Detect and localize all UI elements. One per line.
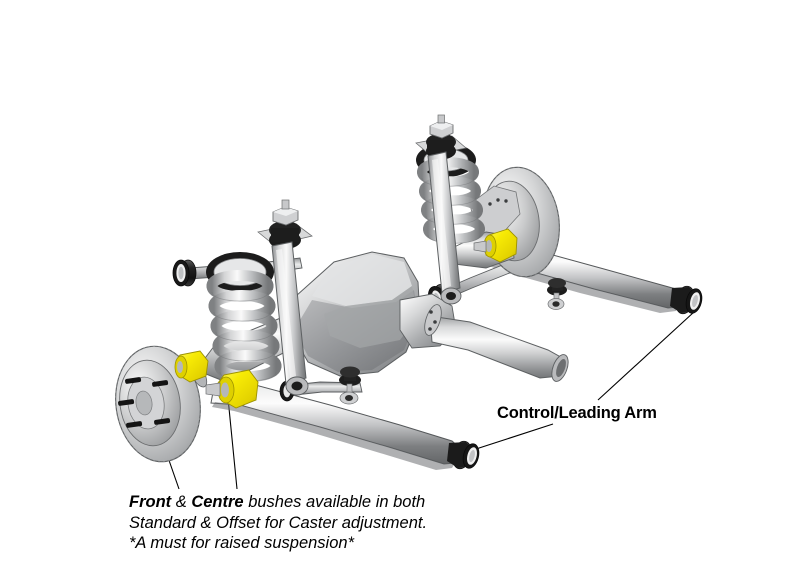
caption-sep: & bbox=[171, 493, 192, 511]
coil-spring-left bbox=[206, 252, 282, 382]
bush-black-arm-end-upper bbox=[670, 285, 703, 315]
caption-line-1: Front & Centre bushes available in both bbox=[129, 492, 427, 513]
label-control-leading-arm: Control/Leading Arm bbox=[497, 404, 657, 422]
bush-yellow-front bbox=[174, 350, 209, 383]
caption-bushes: Front & Centre bushes available in both … bbox=[129, 492, 427, 554]
pinion-flange bbox=[424, 304, 442, 336]
control-arm-lower bbox=[210, 382, 480, 470]
caption-line-1-rest: bushes available in both bbox=[243, 493, 426, 511]
caption-line-2: Standard & Offset for Caster adjustment. bbox=[129, 513, 428, 532]
leader-line-control-arm-lower bbox=[475, 423, 554, 450]
bump-stop-right bbox=[547, 278, 567, 310]
bush-yellow-centre bbox=[205, 369, 259, 409]
bush-yellow-upper-right bbox=[473, 228, 518, 263]
caption-word-centre: Centre bbox=[191, 493, 244, 511]
bump-stop-centre bbox=[339, 366, 361, 405]
bush-black-panhard-end bbox=[172, 259, 197, 287]
leader-line-centre-bush bbox=[227, 397, 238, 490]
caption-word-front: Front bbox=[129, 493, 172, 511]
shock-absorber-right bbox=[415, 114, 467, 305]
wheel-studs bbox=[118, 377, 171, 428]
caption-line-3: *A must for raised suspension* bbox=[129, 534, 354, 552]
bush-black-arm-end-lower bbox=[447, 440, 480, 470]
leader-line-control-arm-upper bbox=[597, 311, 695, 401]
shock-absorber-left bbox=[257, 199, 313, 396]
